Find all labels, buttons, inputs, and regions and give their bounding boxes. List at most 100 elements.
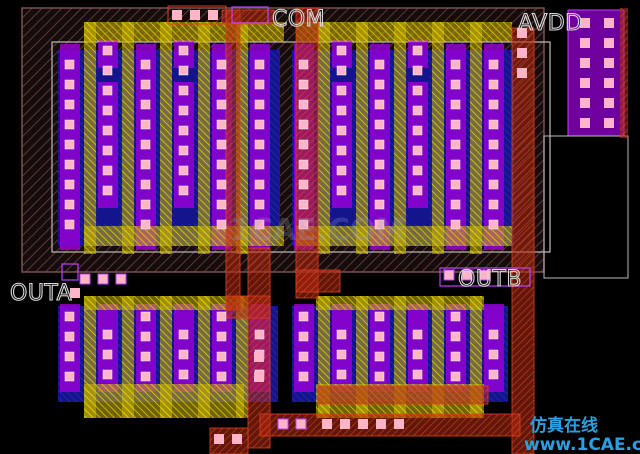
contact <box>298 159 309 170</box>
poly-gate <box>470 22 482 254</box>
contact <box>450 351 461 362</box>
pin-label-avdd: AVDD <box>518 11 583 36</box>
metal1-strip <box>60 304 80 392</box>
contact <box>216 159 227 170</box>
contact <box>374 331 385 342</box>
contact <box>216 119 227 130</box>
contact <box>374 219 385 230</box>
contact <box>580 118 590 128</box>
contact <box>254 372 264 382</box>
contact <box>172 10 182 20</box>
pin-label-outb: OUTB <box>458 267 522 292</box>
contact <box>412 85 423 96</box>
contact <box>298 331 309 342</box>
contact <box>336 329 347 340</box>
contact <box>178 85 189 96</box>
contact <box>102 85 113 96</box>
contact <box>216 219 227 230</box>
contact <box>517 48 527 58</box>
contact <box>232 434 242 444</box>
contact <box>450 99 461 110</box>
contact <box>412 349 423 360</box>
metal1-strip <box>446 304 466 392</box>
avdd-pad[interactable] <box>543 8 629 279</box>
contact <box>336 145 347 156</box>
contact <box>216 311 227 322</box>
contact <box>254 79 265 90</box>
contact <box>140 331 151 342</box>
contact <box>580 98 590 108</box>
contact <box>336 349 347 360</box>
contact <box>178 369 189 380</box>
pin-outb[interactable]: OUTB <box>439 266 531 293</box>
contact <box>450 311 461 322</box>
watermark-url: www.1CAE.com <box>524 435 640 454</box>
channel-gap <box>174 208 196 224</box>
contact <box>604 38 614 48</box>
contact <box>580 18 590 28</box>
contact <box>178 125 189 136</box>
contact <box>517 28 527 38</box>
contact <box>140 79 151 90</box>
contact <box>140 351 151 362</box>
pin-label-com: COM <box>272 7 325 32</box>
contact <box>140 371 151 382</box>
contact <box>298 199 309 210</box>
com-strap <box>167 5 227 25</box>
contact <box>64 199 75 210</box>
pin-avdd[interactable]: AVDD <box>517 10 583 36</box>
contact <box>298 371 309 382</box>
poly-gates <box>84 22 482 418</box>
contact <box>208 10 218 20</box>
contact <box>461 269 473 281</box>
contact <box>140 99 151 110</box>
contact <box>102 105 113 116</box>
contact <box>336 85 347 96</box>
contact <box>102 165 113 176</box>
contact <box>102 65 113 76</box>
contact <box>64 159 75 170</box>
contact <box>102 369 113 380</box>
contact <box>488 349 499 360</box>
channel-gap <box>332 208 354 224</box>
contact <box>336 105 347 116</box>
contact <box>488 199 499 210</box>
contact <box>97 273 109 285</box>
contact <box>254 329 265 340</box>
poly-gate <box>318 22 330 254</box>
watermark-cn: 仿真在线 <box>530 415 598 436</box>
contact <box>604 18 614 28</box>
contact <box>70 288 80 298</box>
poly-gate <box>122 22 134 254</box>
contact <box>216 371 227 382</box>
contact <box>64 371 75 382</box>
contact <box>216 351 227 362</box>
contact <box>450 331 461 342</box>
contact <box>604 58 614 68</box>
contact <box>412 185 423 196</box>
contact <box>254 179 265 190</box>
pin-com[interactable]: COM <box>231 6 325 33</box>
contact <box>336 125 347 136</box>
contact <box>488 119 499 130</box>
contact <box>374 59 385 70</box>
contact <box>580 58 590 68</box>
contact <box>604 78 614 88</box>
contact <box>140 59 151 70</box>
contact <box>374 311 385 322</box>
contact <box>604 98 614 108</box>
contact <box>64 119 75 130</box>
contact <box>298 219 309 230</box>
contact <box>254 219 265 230</box>
contact <box>277 418 289 430</box>
contact <box>102 329 113 340</box>
contact <box>450 139 461 150</box>
pin-outa[interactable]: OUTA <box>9 263 79 307</box>
contact <box>115 273 127 285</box>
contact <box>412 329 423 340</box>
contact <box>64 331 75 342</box>
contact <box>412 165 423 176</box>
contact <box>298 99 309 110</box>
contact <box>298 351 309 362</box>
